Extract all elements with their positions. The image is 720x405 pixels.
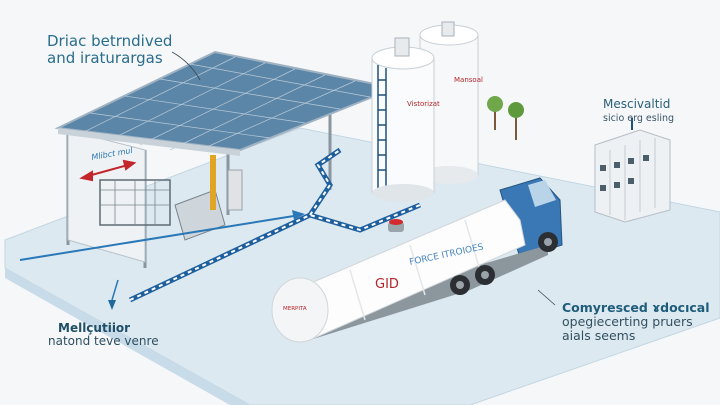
- silo-right-label: Mansoal: [454, 76, 483, 84]
- callout-bottom-right: Comyresced ɤdocıcal opegiecerting pruers…: [562, 301, 710, 342]
- callout-right-title: Mescivaltid: [603, 97, 671, 111]
- pipeline: [19, 147, 421, 310]
- silo-left-label: Vistorizat: [407, 100, 440, 108]
- callout-top-left-line2: and iraturargas: [47, 48, 163, 67]
- callout-bottom-right-line1: Comyresced ɤdocıcal: [562, 300, 710, 315]
- callout-bottom-right-line3: aials seems: [562, 327, 636, 343]
- trees: [487, 96, 524, 140]
- callout-lines: [171, 51, 556, 306]
- equipment-cabinets: [594, 118, 671, 223]
- callout-top-left-line1: Driac betrndived: [47, 32, 173, 50]
- callout-bottom-left: Mellçutiior natond teve venre: [48, 321, 159, 349]
- callout-right-sub: sicio erg esling: [603, 113, 675, 125]
- roof-edge: [58, 128, 240, 156]
- callout-bottom-right-line2: opegiecerting pruers: [562, 313, 693, 329]
- callout-bottom-left-sub: natond teve venre: [48, 334, 159, 349]
- tanker-endcap-label: MERPITA: [283, 306, 307, 312]
- storage-silos: Vistorizat Mansoal: [371, 21, 483, 202]
- solar-grid: [79, 56, 371, 151]
- callout-right: Mescivaltid sicio erg esling: [603, 97, 675, 125]
- tanker-truck: GID FORCE ITROIOES MERPITA: [271, 177, 563, 343]
- callout-top-left: Driac betrndived and iraturargas: [47, 33, 172, 66]
- floor-edge: [5, 268, 250, 405]
- callout-bottom-left-title: Mellçutiior: [58, 321, 131, 335]
- width-arrow-icon: [79, 159, 137, 182]
- tanker-label-red: GID: [375, 277, 399, 292]
- processing-equipment: [99, 155, 243, 241]
